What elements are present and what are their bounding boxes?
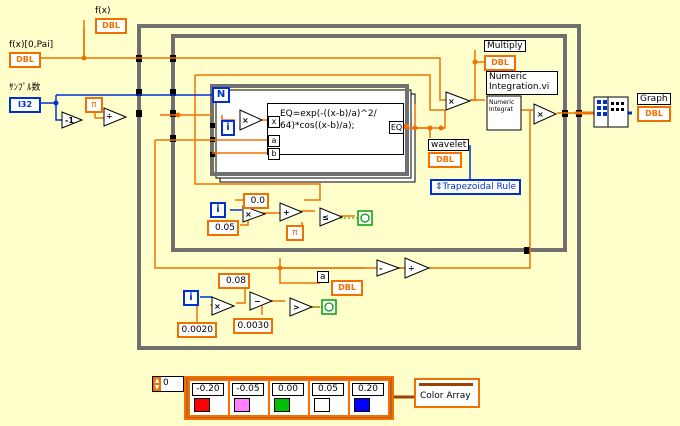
color-swatch[interactable] [234,398,250,412]
compare-node-2 [289,297,314,317]
formula-input-b: b [268,148,280,160]
color-swatch[interactable] [314,398,330,412]
wavelet-label: wavelet [428,139,470,151]
svg-text:÷: ÷ [106,112,113,121]
svg-text:>: > [293,303,300,312]
formula-input-a: a [268,135,280,147]
graph-label: Graph [637,93,671,105]
formula-output-eq: EQ [389,121,404,134]
negate-node [376,259,401,277]
multiply-node-3 [533,103,558,125]
loop-condition-icon-2 [321,299,337,315]
samples-label: ｻﾝﾌﾟﾙ数 [9,83,41,93]
color-swatch[interactable] [274,398,290,412]
subtract-node [61,111,84,129]
formula-input-x: x [268,116,280,128]
subtract-node-2 [249,291,274,311]
svg-text:×: × [448,97,455,106]
index-spinner-icon[interactable]: ▲▼ [153,377,161,391]
svg-text:-: - [379,264,382,273]
svg-text:-1: -1 [65,116,74,125]
formula-text: EQ=exp(-((x-b)/a)^2/ 64)*cos((x-b)/a); [280,109,377,131]
multiply-terminal[interactable]: DBL [484,55,516,71]
svg-text:÷: ÷ [408,264,415,273]
color-element-value[interactable]: 0.05 [312,383,344,396]
color-array-element[interactable]: -0.05 [228,379,270,417]
color-array-element[interactable]: -0.20 [188,379,230,417]
numeric-integration-icon-text: Numeric Integrat [489,99,515,113]
iteration-terminal-2: i [210,202,226,218]
wavelet-terminal[interactable]: DBL [428,152,462,168]
color-array-element[interactable]: 0.20 [348,379,390,417]
svg-text:×: × [242,116,249,125]
for-loop[interactable] [210,84,409,176]
multiply-node-4 [242,205,267,223]
svg-text:+: + [283,208,290,217]
pi-constant[interactable]: π [85,97,103,113]
array-index-control[interactable]: ▲▼ 0 [152,376,184,392]
color-element-value[interactable]: 0.00 [272,383,304,396]
fx-label: f(x) [95,6,111,16]
fx-range-label: f(x)[0,Pai] [9,40,54,50]
constant-0-0[interactable]: 0.0 [243,193,269,209]
color-swatch[interactable] [194,398,210,412]
ring-arrows-icon: ⇕ [435,182,443,192]
color-swatch[interactable] [354,398,370,412]
color-array-element[interactable]: 0.00 [268,379,310,417]
a-terminal[interactable]: DBL [331,280,363,296]
constant-0-0030[interactable]: 0.0030 [233,318,273,334]
formula-node[interactable]: EQ=exp(-((x-b)/a)^2/ 64)*cos((x-b)/a); [267,103,404,155]
pi-constant-2[interactable]: π [286,225,304,241]
fx-terminal[interactable]: DBL [95,18,127,34]
add-node-1 [279,202,304,222]
svg-text:≤: ≤ [322,213,329,222]
fx-range-terminal[interactable]: DBL [9,52,41,68]
svg-text:×: × [245,210,252,219]
loop-iteration-terminal: i [221,120,235,136]
constant-0-05[interactable]: 0.05 [207,220,239,236]
samples-terminal[interactable]: I32 [9,97,41,113]
divide-node [103,107,128,127]
compare-node-1 [319,207,344,227]
multiply-node-5 [211,296,236,316]
outer-while-loop[interactable] [137,24,581,350]
color-element-value[interactable]: -0.05 [232,383,264,396]
trapezoidal-rule-ring[interactable]: ⇕Trapezoidal Rule [430,179,522,195]
constant-0-08[interactable]: 0.08 [218,273,250,289]
multiply-node-1 [239,109,264,131]
color-array-label: Color Array [420,391,471,401]
a-label: a [317,271,329,283]
color-array-indicator[interactable]: Color Array [414,378,480,408]
array-index-value: 0 [163,378,169,388]
divide-node-2 [404,257,431,279]
svg-text:×: × [537,110,544,119]
graph-terminal[interactable]: DBL [637,106,671,122]
svg-text:×: × [214,302,221,311]
constant-0-0020[interactable]: 0.0020 [177,322,217,338]
color-element-value[interactable]: -0.20 [192,383,224,396]
numeric-integration-label: Numeric Integration.vi [486,71,558,95]
color-array-element[interactable]: 0.05 [308,379,350,417]
loop-count-terminal[interactable]: N [212,87,230,103]
inner-while-loop[interactable] [171,34,567,252]
color-element-value[interactable]: 0.20 [352,383,384,396]
svg-text:−: − [254,297,261,306]
multiply-node-2 [445,91,472,111]
numeric-integration-node [486,95,522,131]
multiply-label: Multiply [484,40,526,52]
loop-condition-icon-1 [357,210,373,226]
iteration-terminal-3: i [183,290,199,306]
